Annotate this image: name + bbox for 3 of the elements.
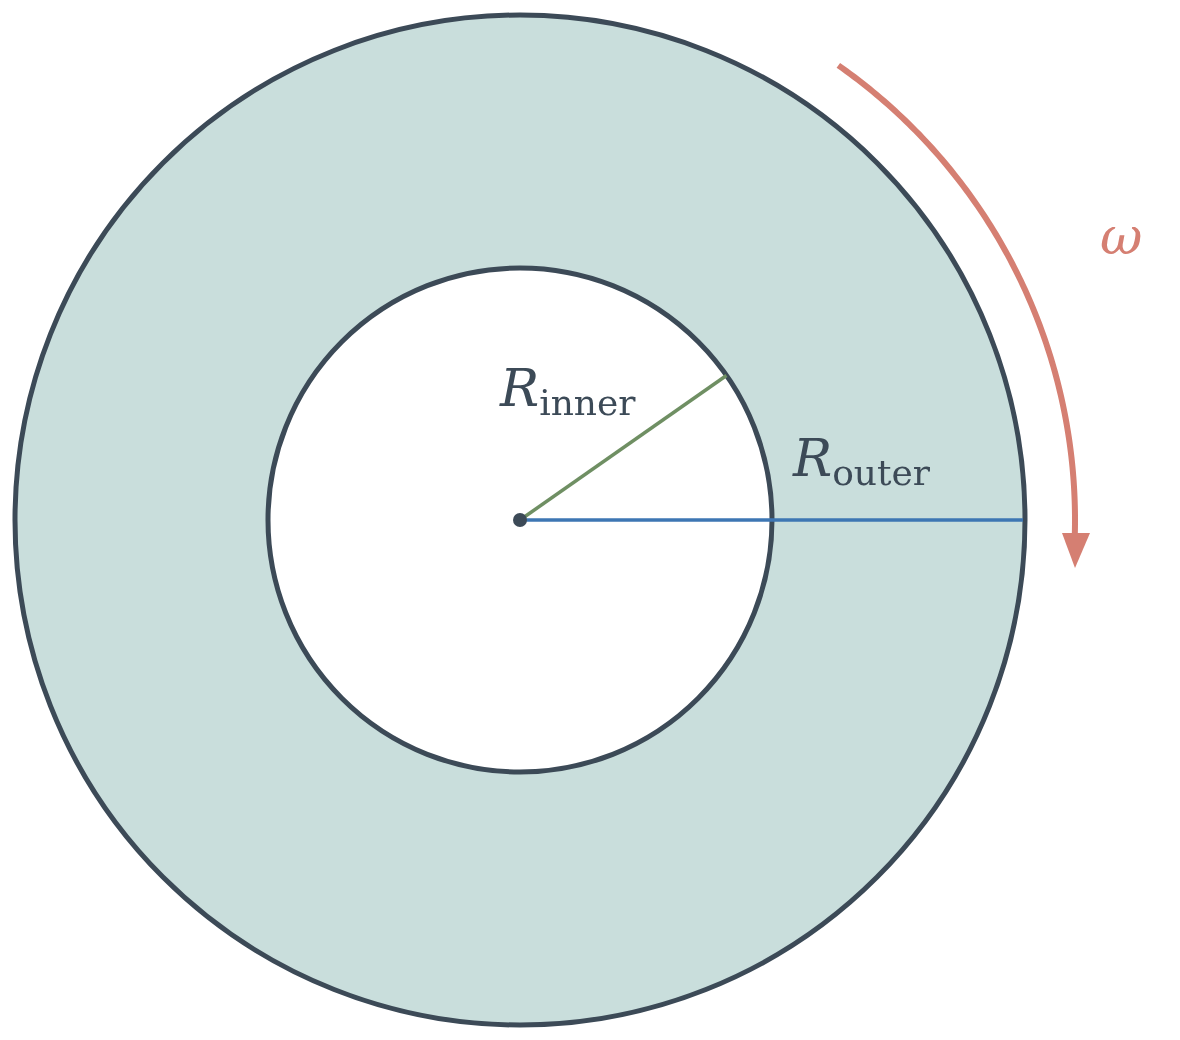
radius-label: R$_{inner}$ <box>500 362 636 421</box>
angular-velocity-label: ω <box>1100 210 1143 262</box>
radius-label: R$_{outer}$ <box>793 432 930 491</box>
